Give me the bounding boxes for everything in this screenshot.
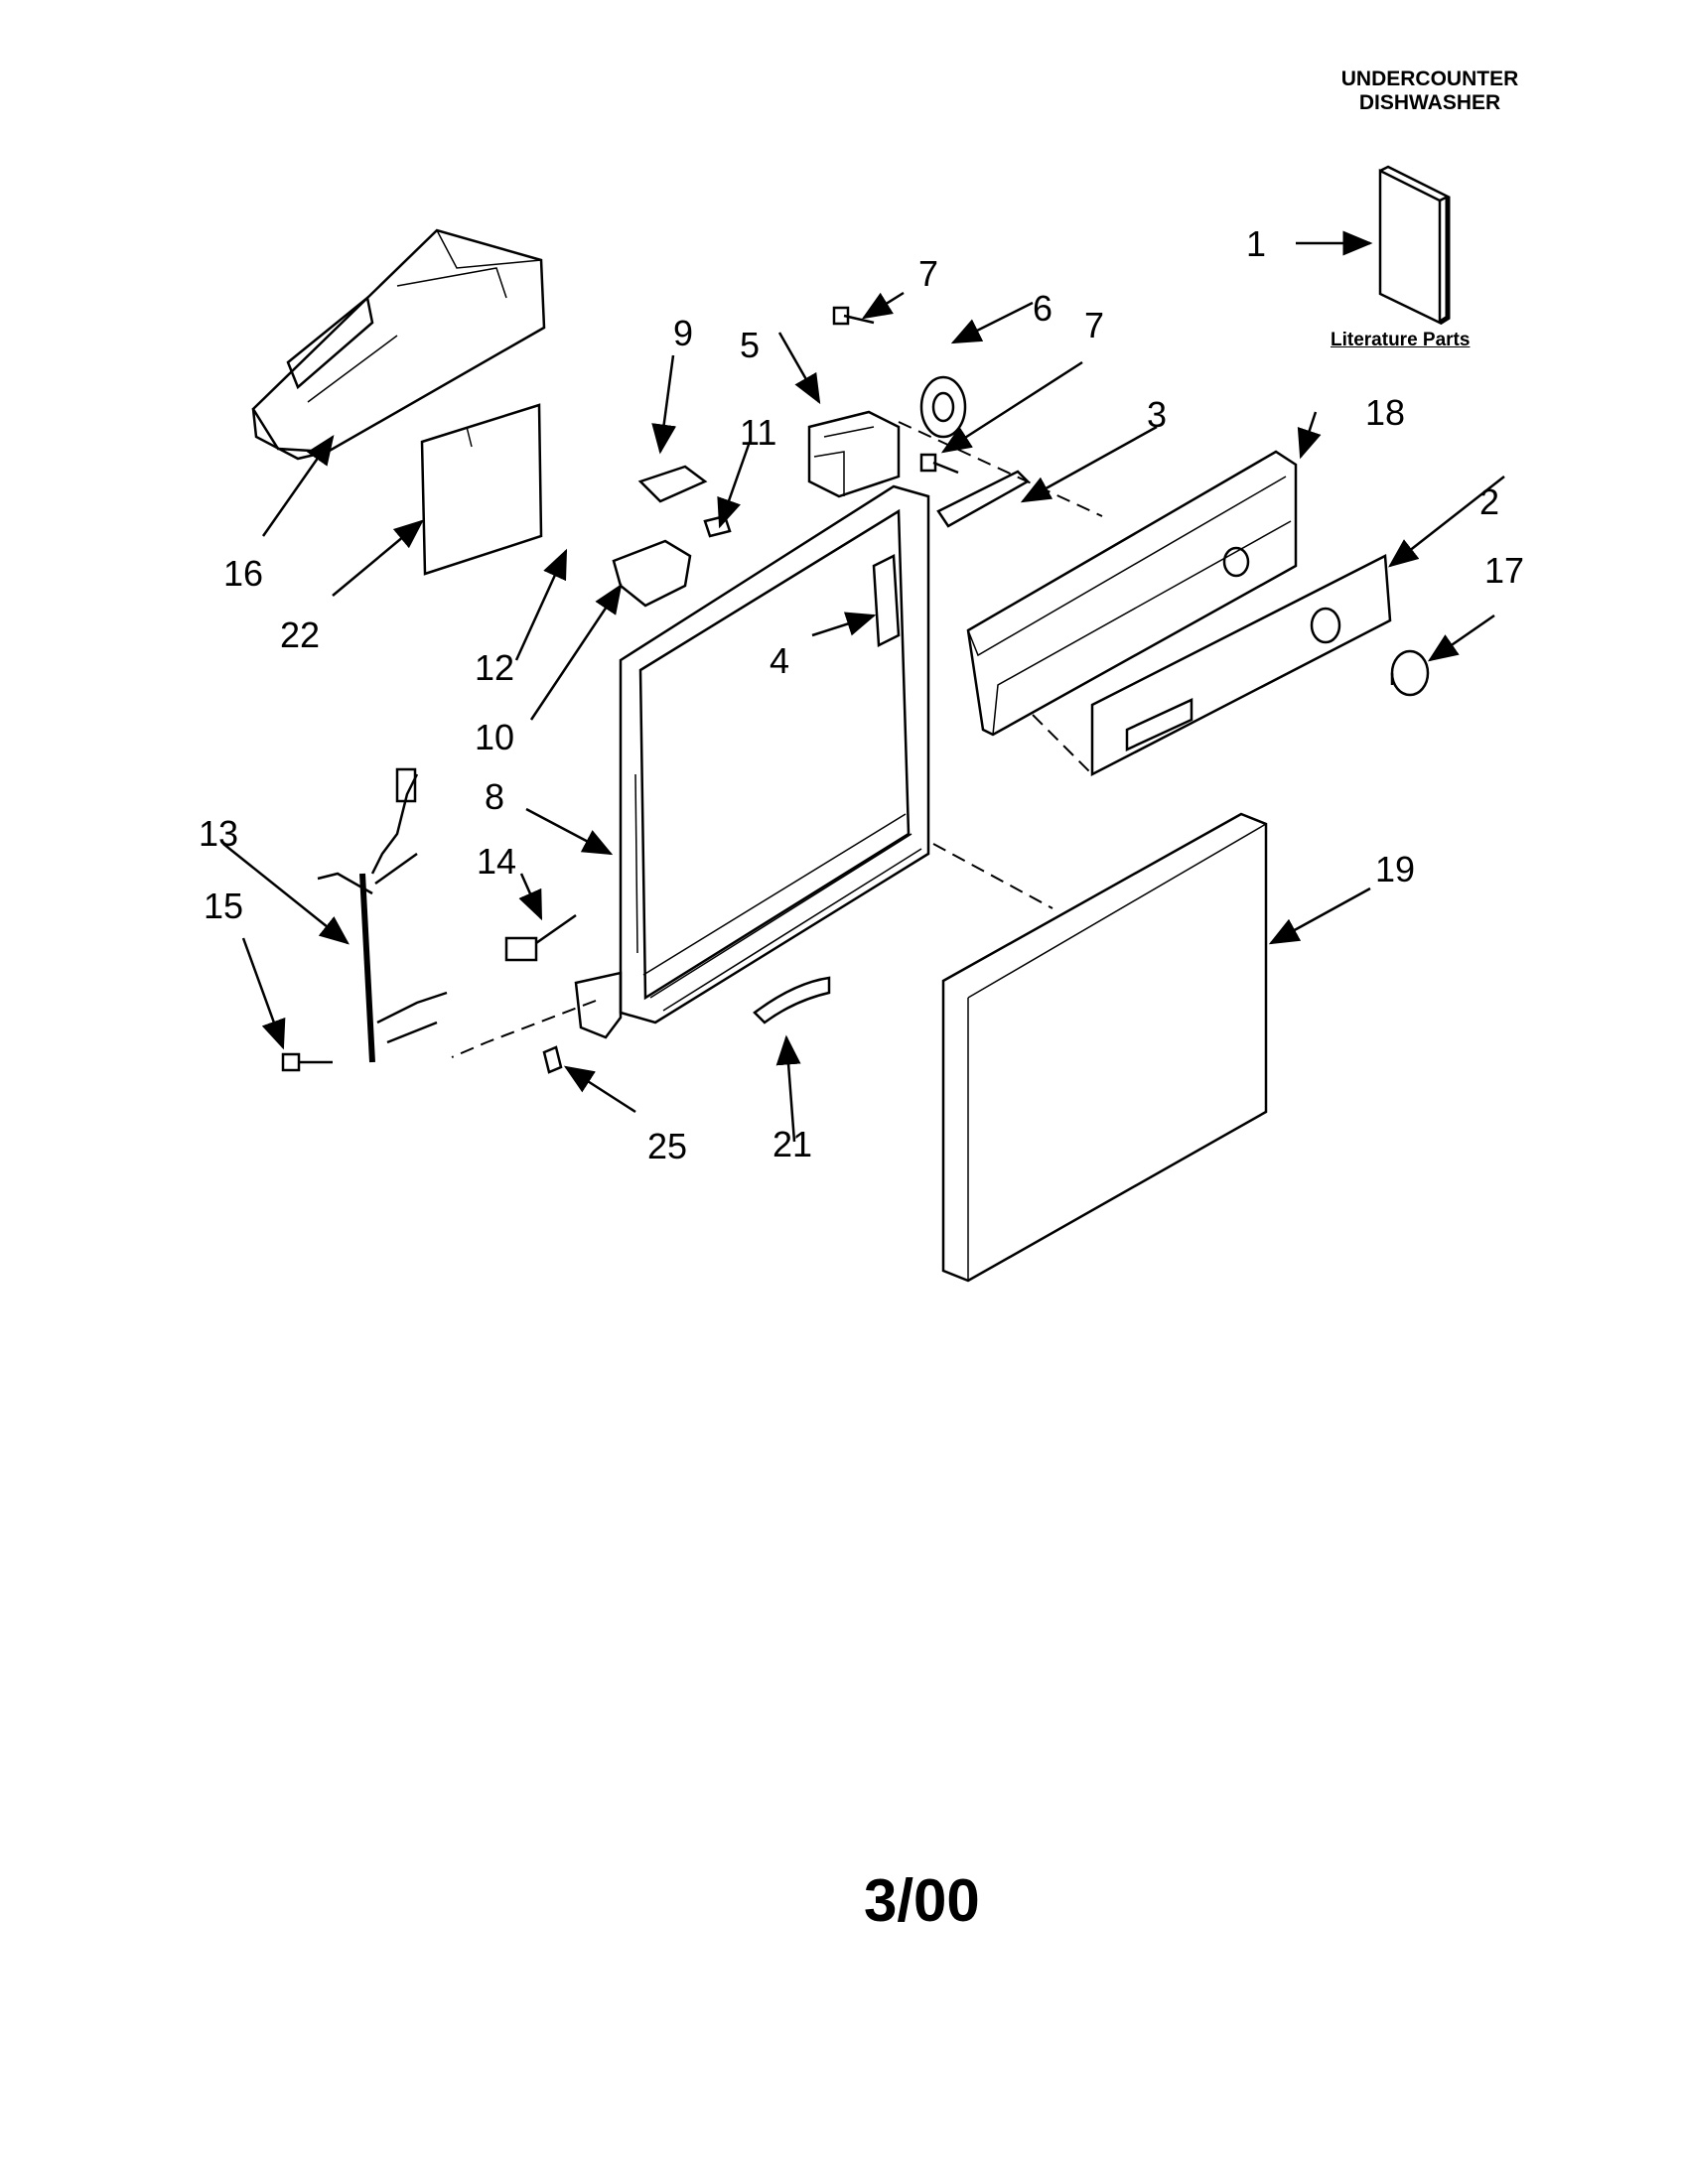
callout-22: 22 [280,614,321,655]
callout-15: 15 [204,886,244,926]
callout-25: 25 [647,1126,688,1166]
latch-assembly [612,465,732,608]
switch-block [807,410,901,498]
callout-5: 5 [740,325,761,365]
callout-10: 10 [475,717,515,757]
callout-4: 4 [770,640,790,681]
callout-12: 12 [475,647,515,688]
title-line-2: DISHWASHER [1358,91,1501,114]
callout-14: 14 [477,841,517,882]
callout-6: 6 [1033,288,1053,329]
screw-mid [919,453,959,475]
literature-booklet [1378,165,1451,326]
callout-17: 17 [1484,550,1525,591]
reference-lines [451,421,1103,1058]
screw-top [832,306,875,326]
insulation-sheet [420,403,543,576]
callout-11: 11 [740,412,777,453]
control-panel [966,450,1298,737]
control-knob [1390,649,1430,697]
callout-8: 8 [485,776,505,817]
literature-parts-label: Literature Parts [1331,330,1471,350]
leader-arrows [222,230,1505,1143]
date-code: 3/00 [864,1867,980,1934]
callout-16: 16 [223,553,264,594]
callout-1: 1 [1246,223,1267,264]
callout-7-mid: 7 [1084,305,1105,345]
callout-7-top: 7 [918,253,939,294]
small-clip [542,1045,563,1074]
callout-2: 2 [1479,481,1500,522]
callout-18: 18 [1365,392,1406,433]
connector [504,913,577,962]
callout-13: 13 [199,813,239,854]
wire-harness [317,767,448,1063]
selector-gear [919,375,967,439]
bracket [936,470,1031,528]
outer-door-panel [941,812,1268,1283]
callout-3: 3 [1147,394,1168,435]
handle-clip [753,976,831,1024]
callout-21: 21 [772,1124,813,1164]
door-frame [574,484,930,1039]
harness-screw [281,1052,333,1072]
diagram-title: UNDERCOUNTER DISHWASHER [1291,68,1569,115]
title-line-1: UNDERCOUNTER [1340,68,1519,90]
console-panel [1090,554,1392,777]
console-housing [251,228,546,461]
callout-9: 9 [673,313,694,353]
callout-19: 19 [1375,849,1416,889]
